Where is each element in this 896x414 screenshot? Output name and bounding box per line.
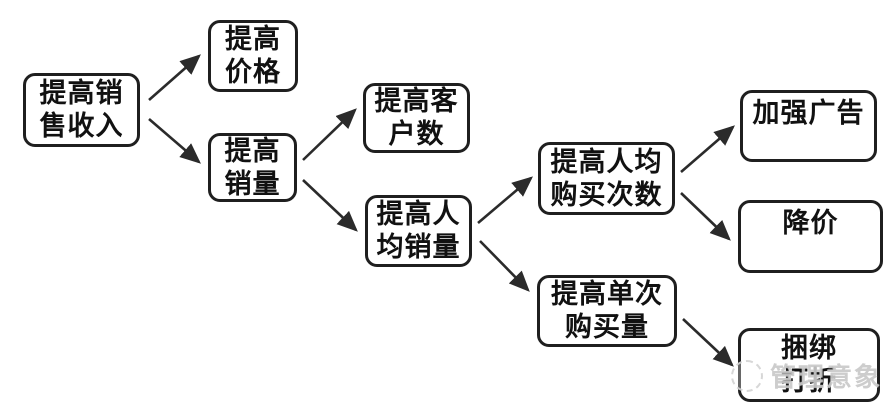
node-raise-purchase-frequency: 提高人均 购买次数 [538,142,675,215]
node-label-line: 提高人均 [550,146,663,177]
node-label-line: 售收入 [39,111,124,141]
watermark-logo-icon [731,359,763,392]
node-bundle-discount: 捆绑 打折 [738,328,880,402]
node-raise-volume: 提高 销量 [208,133,297,202]
watermark: 管理意象 [731,357,882,394]
node-label-line: 加强广告 [752,98,865,128]
watermark-text: 管理意象 [770,362,883,392]
node-label-line: 捆绑 [781,333,837,363]
node-label-line: 购买量 [565,312,649,342]
node-strengthen-advertising: 加强广告 [740,90,877,162]
node-price-cut: 降价 [738,200,883,273]
node-sales-revenue: 提高销 售收入 [23,73,140,147]
node-raise-per-capita-volume: 提高人 均销量 [365,195,472,267]
node-raise-single-purchase: 提高单次 购买量 [537,275,677,347]
node-label-line: 销量 [224,168,281,199]
node-label-line: 均销量 [376,232,461,262]
node-label-line: 户数 [388,119,445,149]
node-label-line: 提高 [224,135,281,166]
node-label-line: 提高销 [39,78,124,108]
node-raise-price: 提高 价格 [208,20,298,92]
node-label-line: 打折 [781,366,837,396]
node-label-line: 提高人 [376,199,461,229]
node-label-line: 提高单次 [551,279,663,309]
node-label-line: 提高 [225,24,281,54]
node-label-line: 购买次数 [550,179,663,210]
node-raise-customer-count: 提高客 户数 [363,83,470,153]
node-label-line: 价格 [225,57,281,87]
node-label-line: 提高客 [374,86,459,116]
node-label-line: 降价 [782,208,839,238]
